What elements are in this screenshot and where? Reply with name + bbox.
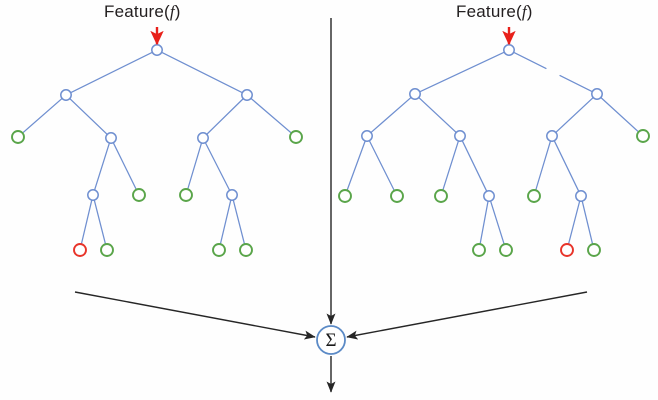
tree-split-node — [60, 89, 72, 101]
tree-split-node — [483, 190, 495, 202]
feature-label-right-tree: Feature(f) — [456, 2, 533, 22]
tree-edge — [600, 96, 640, 133]
tree-leaf-node-green — [179, 188, 193, 202]
tree-edge-broken — [513, 51, 547, 70]
tree-split-node — [361, 130, 373, 142]
tree-split-node — [105, 132, 117, 144]
tree-leaf-node-green — [132, 188, 146, 202]
feature-label-right-prefix: Feature( — [456, 2, 522, 21]
tree-edge — [206, 98, 244, 135]
tree-leaf-node-red — [560, 243, 574, 257]
tree-leaf-node-green — [289, 130, 303, 144]
tree-leaf-node-green — [434, 189, 448, 203]
tree-leaf-node-green — [472, 243, 486, 257]
tree-edge — [112, 142, 137, 191]
tree-split-node — [409, 88, 421, 100]
tree-edge — [370, 96, 412, 134]
tree-split-node — [226, 189, 238, 201]
tree-edge — [555, 96, 594, 134]
tree-edge — [204, 142, 231, 191]
tree-leaf-node-green — [390, 189, 404, 203]
feature-label-right-suffix: ) — [526, 2, 533, 21]
tree-edge — [69, 97, 108, 136]
tree-edge — [80, 199, 93, 245]
tree-edge — [535, 140, 552, 191]
feature-label-left-variable: f — [169, 2, 175, 21]
feature-label-right-variable: f — [521, 2, 527, 21]
tree-split-node — [503, 44, 515, 56]
sum-node-layer — [316, 325, 346, 355]
feature-label-left-suffix: ) — [174, 2, 181, 21]
tree-split-node — [591, 88, 603, 100]
sum-node-circle — [316, 325, 346, 355]
tree-edge — [93, 199, 107, 245]
tree-split-node — [546, 130, 558, 142]
tree-edge — [461, 140, 488, 192]
tree-edge — [553, 140, 580, 192]
tree-leaf-node-green — [239, 243, 253, 257]
tree-edge-broken — [559, 74, 593, 93]
tree-leaf-node-green — [527, 189, 541, 203]
tree-leaf-node-green — [11, 130, 25, 144]
tree-nodes-layer — [11, 44, 650, 257]
tree-edges-layer — [21, 51, 640, 245]
tree-edge — [346, 140, 366, 191]
tree-leaf-node-green — [338, 189, 352, 203]
tree-edge — [368, 140, 395, 192]
arrow-left-to-sum — [74, 291, 316, 340]
tree-edge — [489, 200, 505, 245]
tree-leaf-node-green — [499, 243, 513, 257]
tree-split-node — [87, 189, 99, 201]
tree-edge — [70, 51, 153, 94]
tree-leaf-node-green — [587, 243, 601, 257]
tree-split-node — [575, 190, 587, 202]
tree-edge — [419, 51, 505, 93]
tree-edge — [161, 51, 243, 94]
tree-edge — [93, 142, 111, 191]
tree-leaf-node-green — [100, 243, 114, 257]
tree-edge — [567, 200, 581, 245]
feature-label-left-tree: Feature(f) — [104, 2, 181, 22]
tree-leaf-node-green — [636, 129, 650, 143]
tree-edge — [21, 97, 63, 134]
tree-edge — [250, 97, 293, 134]
tree-split-node — [151, 44, 163, 56]
tree-edge — [479, 200, 489, 245]
tree-split-node — [241, 89, 253, 101]
tree-edge — [219, 199, 232, 245]
flow-arrows-layer — [74, 18, 588, 393]
tree-leaf-node-green — [212, 243, 226, 257]
tree-edge — [418, 96, 457, 134]
tree-edge — [187, 142, 203, 190]
tree-edge — [232, 199, 246, 245]
feature-label-left-prefix: Feature( — [104, 2, 170, 21]
tree-leaf-node-red — [73, 243, 87, 257]
tree-split-node — [197, 132, 209, 144]
tree-split-node — [454, 130, 466, 142]
feature-arrows-layer — [150, 27, 516, 46]
tree-edge — [581, 200, 594, 245]
arrow-right-to-sum — [346, 291, 588, 340]
tree-edge — [442, 140, 460, 191]
